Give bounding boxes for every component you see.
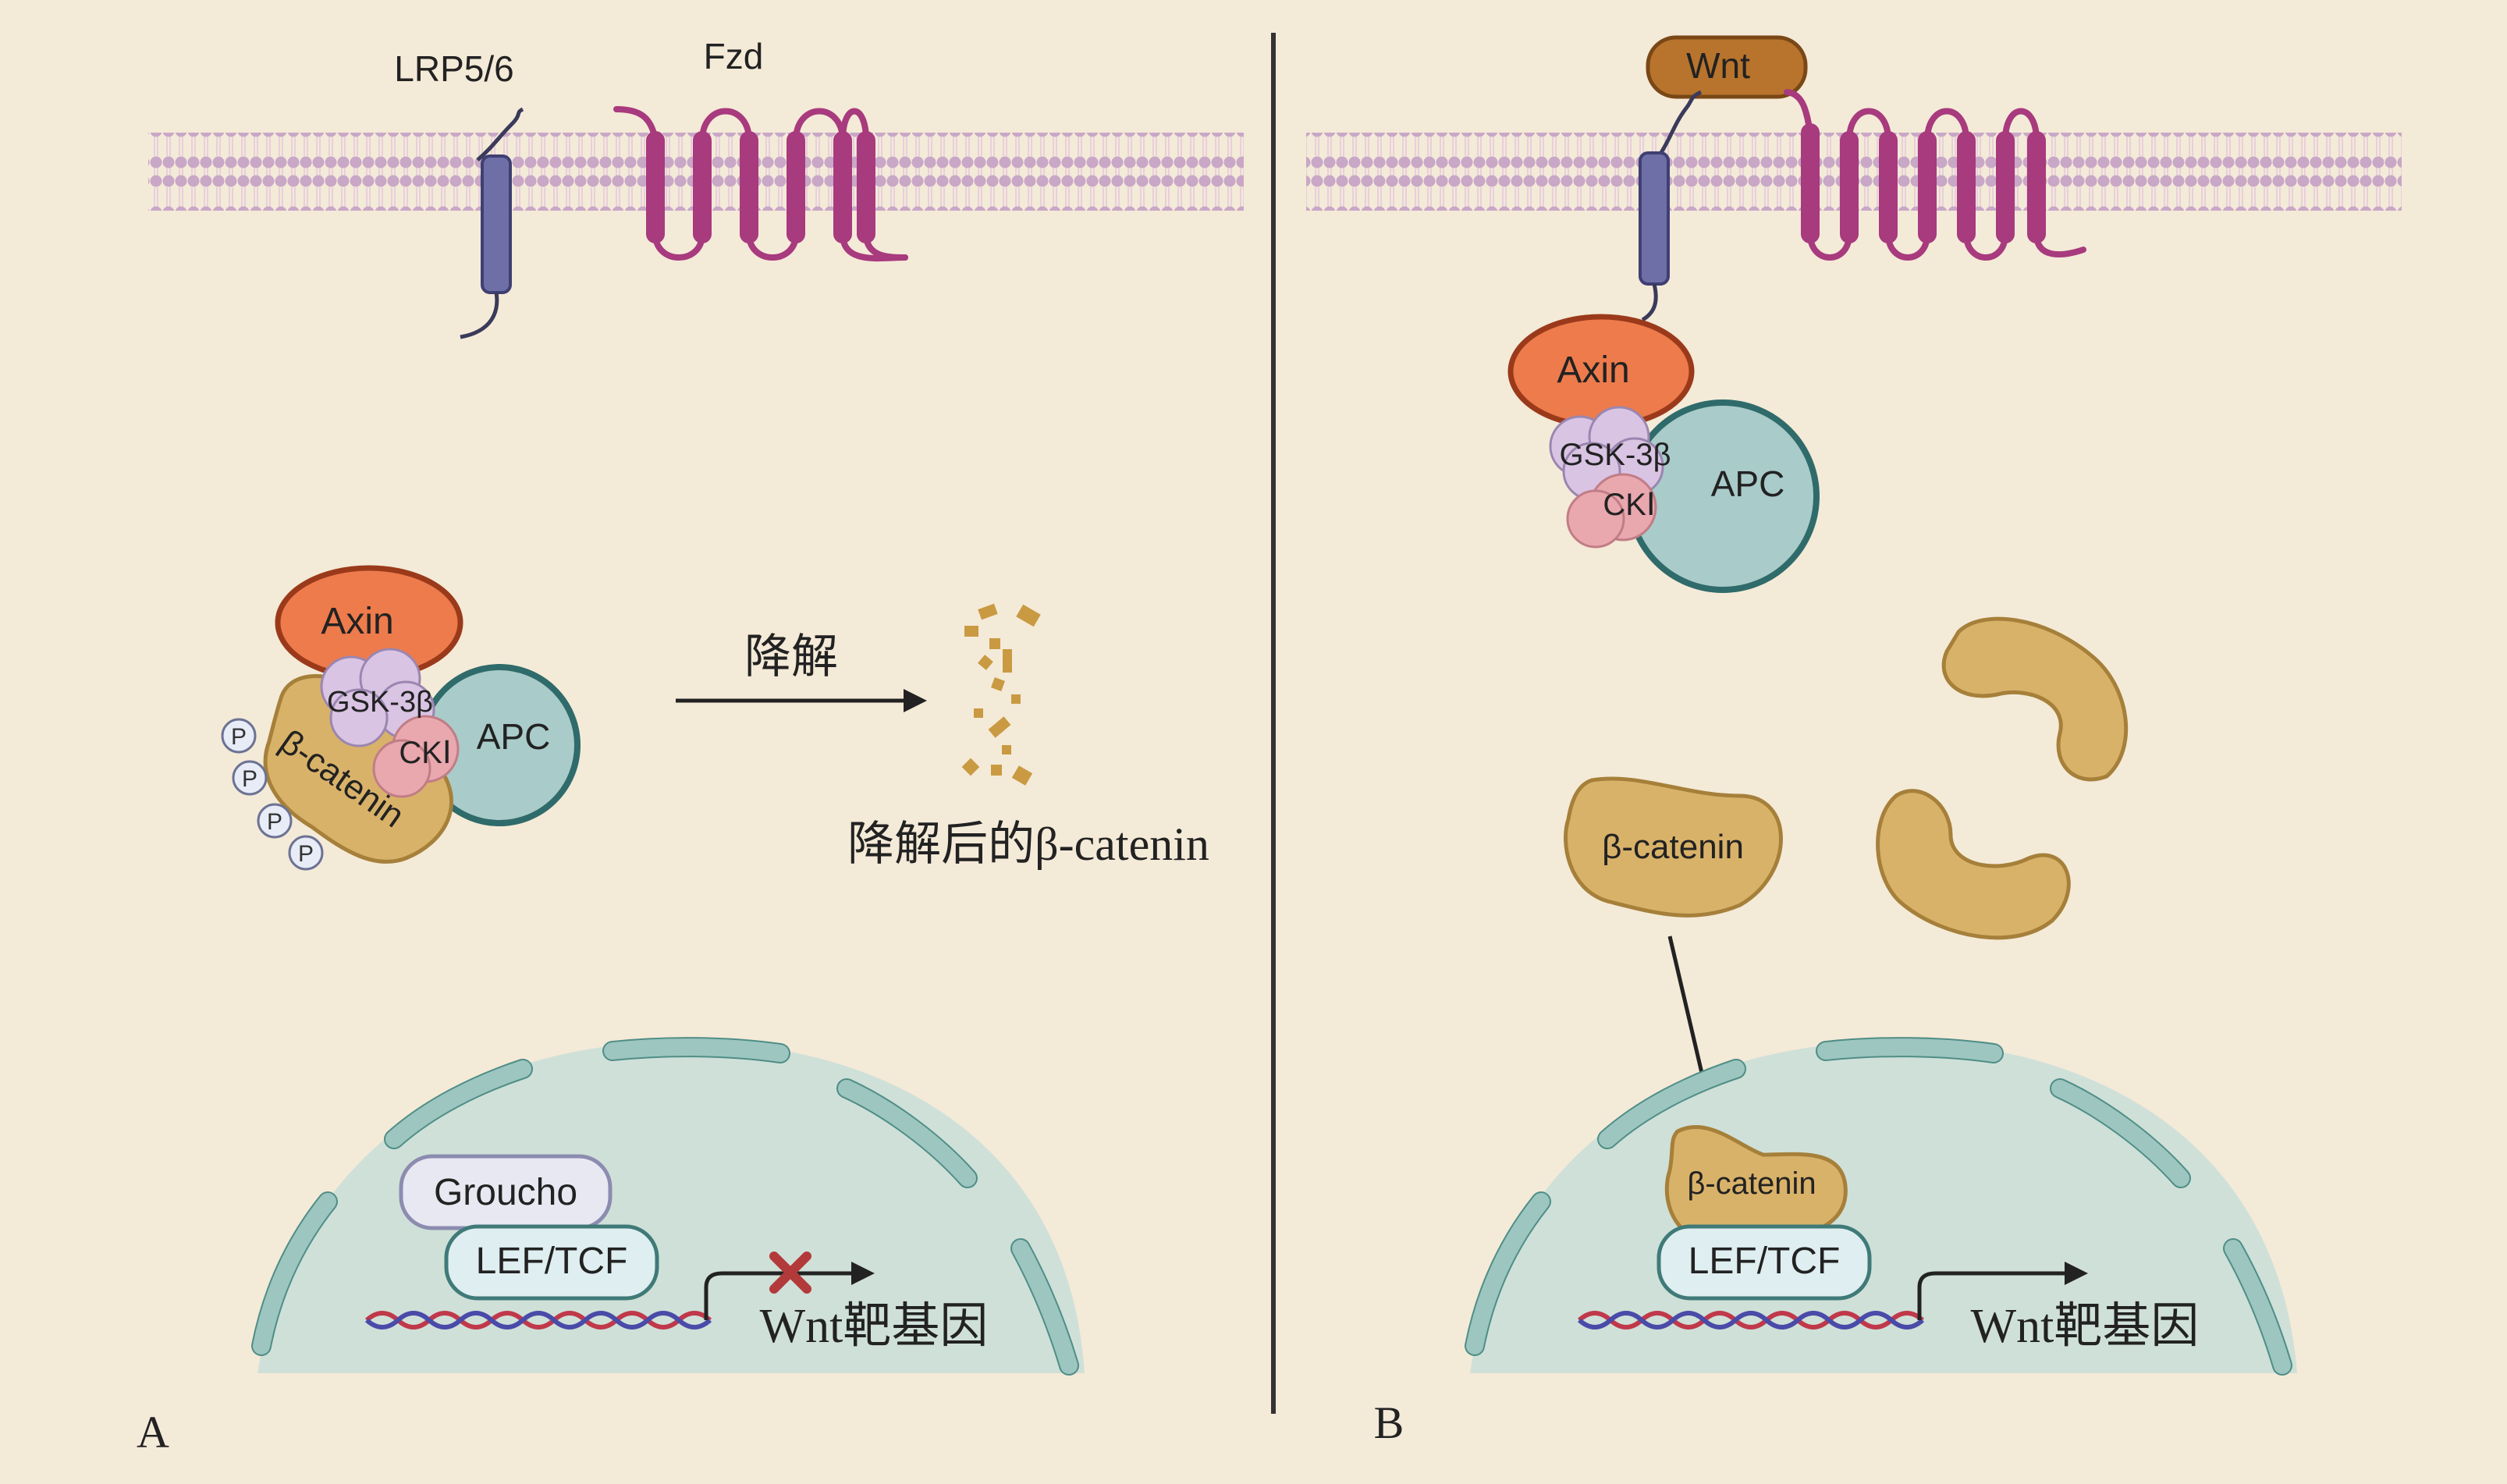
- free-bcatenin: [1564, 616, 2129, 940]
- fzd-label: Fzd: [704, 36, 764, 76]
- leftcf-label: LEF/TCF: [1688, 1241, 1841, 1282]
- ck-label: CKⅠ: [1603, 488, 1655, 522]
- wnt-ligand: [1646, 35, 1808, 99]
- target-gene-label: Wnt靶基因: [1971, 1300, 2200, 1353]
- panel-a: LRP5/6 Fzd Axin GSK-3β CKⅠ: [137, 36, 1244, 1457]
- nuclear-bcat-label: β-catenin: [1687, 1166, 1816, 1201]
- leftcf-box: [1657, 1224, 1872, 1301]
- lrp-receptor: [1639, 90, 1703, 322]
- transcription-arrow: [1917, 1262, 2088, 1320]
- dna-helix: [1577, 1311, 1925, 1330]
- wnt-label: Wnt: [1686, 45, 1750, 86]
- axin-label: Axin: [321, 601, 393, 642]
- apc-label: APC: [477, 716, 551, 757]
- dna-helix: [364, 1311, 712, 1330]
- apc-label: APC: [1711, 463, 1785, 504]
- phosphate-label: P: [242, 766, 257, 792]
- lrp-receptor: [460, 107, 524, 339]
- phosphate-label: P: [231, 724, 247, 750]
- gsk-label: GSK-3β: [327, 686, 433, 719]
- blocked-x-icon: [769, 1251, 811, 1294]
- bcat-label: β-catenin: [1602, 828, 1744, 866]
- panel-label-b: B: [1374, 1397, 1404, 1448]
- groucho-label: Groucho: [434, 1172, 577, 1213]
- fzd-receptor: [1784, 89, 2086, 261]
- leftcf-box: [444, 1224, 659, 1301]
- leftcf-label: LEF/TCF: [476, 1241, 628, 1282]
- target-gene-label: Wnt靶基因: [760, 1300, 989, 1353]
- degraded-fragments: [961, 603, 1041, 786]
- phosphate-label: P: [298, 841, 314, 867]
- panel-label-a: A: [137, 1407, 169, 1457]
- phosphate-label: P: [267, 809, 282, 835]
- degraded-label: 降解后的β-catenin: [847, 818, 1209, 870]
- panel-b: Wnt Axin GSK-: [1306, 35, 2402, 1448]
- degradation-arrow-label: 降解: [744, 631, 838, 683]
- gsk-label: GSK-3β: [1559, 438, 1671, 472]
- axin-label: Axin: [1557, 350, 1629, 391]
- lrp-label: LRP5/6: [394, 48, 513, 89]
- nuclear-translocation-arrow: [1667, 935, 1715, 1101]
- fzd-receptor: [613, 106, 908, 262]
- ck-label: CKⅠ: [399, 736, 451, 770]
- recruited-destruction-complex: [1507, 314, 1820, 593]
- destruction-complex: [263, 565, 581, 864]
- phosphate-group: [221, 718, 324, 871]
- transcription-arrow: [704, 1262, 875, 1320]
